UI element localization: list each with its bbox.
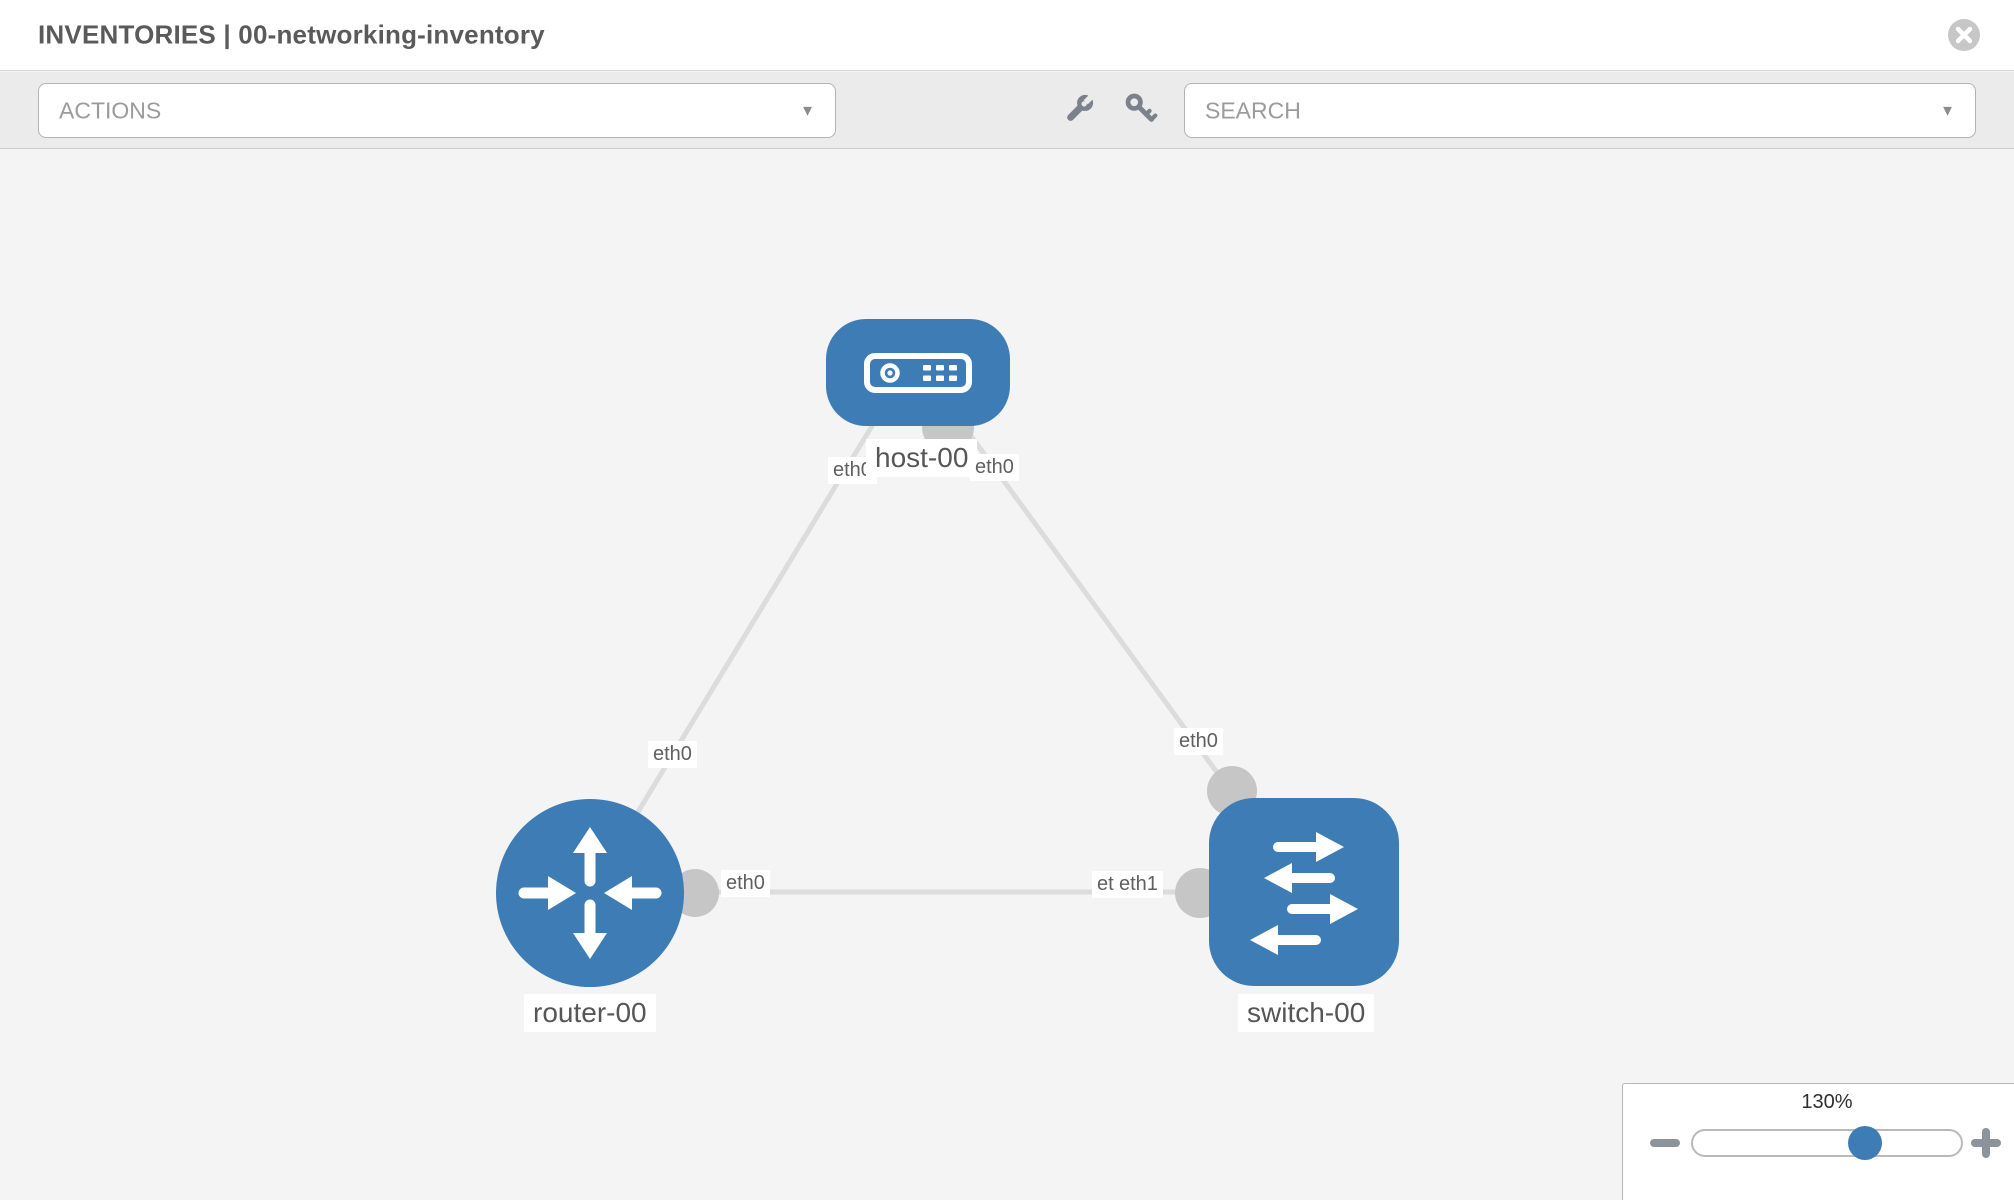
zoom-in-button[interactable]: [1971, 1128, 2001, 1158]
router-icon: [518, 827, 662, 959]
topology-graph: [496, 319, 1399, 987]
toolbar: ACTIONS ▼ SEARCH ▼: [0, 72, 2014, 149]
zoom-slider-knob[interactable]: [1848, 1126, 1882, 1160]
key-icon: [1125, 93, 1158, 122]
caret-down-icon: ▼: [1940, 102, 1955, 119]
header: INVENTORIES | 00-networking-inventory: [0, 0, 2014, 71]
node-label-switch-00: switch-00: [1238, 994, 1375, 1032]
close-button[interactable]: [1946, 17, 1982, 53]
search-dropdown[interactable]: SEARCH ▼: [1184, 83, 1976, 138]
port-label: eth0: [970, 454, 1019, 481]
plus-icon: [1982, 1128, 1990, 1158]
node-label-router-00: router-00: [524, 994, 656, 1032]
port-label: eth0: [1174, 728, 1223, 755]
caret-down-icon: ▼: [800, 102, 815, 119]
topology-canvas[interactable]: eth0 host-00 eth0 eth0 eth0 eth0 eth0 et…: [0, 150, 2014, 1200]
actions-dropdown-label: ACTIONS: [59, 97, 162, 123]
credentials-button[interactable]: [1120, 89, 1164, 133]
node-router-00[interactable]: [496, 799, 684, 987]
port-label: eth0: [648, 741, 697, 768]
zoom-panel: 130%: [1622, 1083, 2014, 1200]
interface-circles: [671, 401, 1257, 918]
node-label-host-00: host-00: [866, 439, 978, 477]
switch-icon: [1250, 832, 1358, 955]
node-switch-00[interactable]: [1209, 798, 1399, 986]
close-icon: [1948, 19, 1980, 51]
zoom-level-value: 130%: [1801, 1091, 1853, 1113]
host-icon: [864, 353, 972, 393]
port-label: eth0: [721, 870, 770, 897]
configure-button[interactable]: [1056, 89, 1100, 133]
node-host-00[interactable]: [826, 319, 1010, 426]
wrench-icon: [1067, 93, 1095, 121]
links: [587, 419, 1300, 895]
search-dropdown-label: SEARCH: [1205, 97, 1301, 123]
zoom-slider-track[interactable]: [1691, 1129, 1963, 1157]
port-label: eth1: [1114, 871, 1163, 898]
page-title: INVENTORIES | 00-networking-inventory: [38, 19, 545, 50]
actions-dropdown[interactable]: ACTIONS ▼: [38, 83, 836, 138]
zoom-out-button[interactable]: [1650, 1139, 1680, 1147]
